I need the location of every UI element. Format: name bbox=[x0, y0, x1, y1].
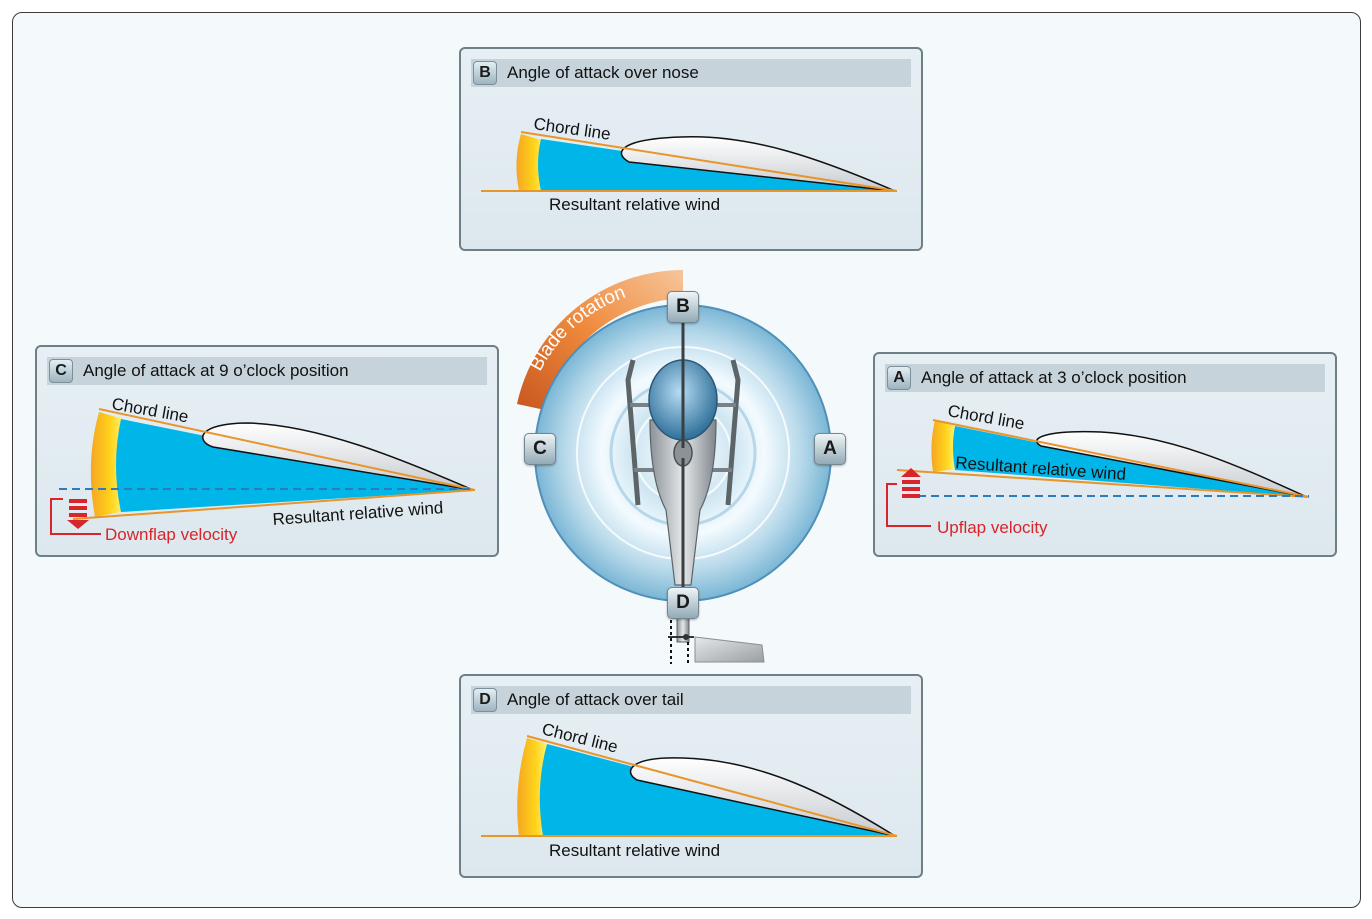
panel-c-flap-bracket bbox=[50, 498, 101, 535]
panel-d-reference-arc bbox=[517, 738, 547, 836]
panel-a-wind-line bbox=[896, 469, 1310, 498]
panel-b-airfoil bbox=[620, 136, 896, 192]
panel-d-wind-label: Resultant relative wind bbox=[549, 841, 720, 860]
panel-d-chord-line bbox=[526, 735, 898, 837]
panel-d-airfoil-diagram: Chord line Resultant relative wind bbox=[481, 719, 898, 860]
panel-d-over-tail: D Angle of attack over tail Chord line R… bbox=[459, 674, 923, 878]
position-c-badge: C bbox=[524, 433, 556, 465]
position-d-badge: D bbox=[667, 587, 699, 619]
panel-d-badge: D bbox=[473, 688, 497, 712]
panel-c-chord-line bbox=[98, 408, 476, 491]
panel-c-airfoil bbox=[202, 422, 474, 491]
panel-a-airfoil-diagram: Chord line Resultant relative wind Upfla… bbox=[886, 401, 1310, 537]
panel-a-badge: A bbox=[887, 366, 911, 390]
position-b-badge: B bbox=[667, 291, 699, 323]
panel-c-wind-line bbox=[72, 489, 476, 520]
panel-b-title: Angle of attack over nose bbox=[507, 63, 699, 82]
panel-a-reference-arc bbox=[931, 420, 955, 472]
position-a-badge: A bbox=[814, 433, 846, 465]
panel-d-airfoil bbox=[629, 757, 896, 837]
panel-c-airfoil-diagram: Chord line Resultant relative wind Downf… bbox=[50, 394, 476, 544]
panel-b-reference-arc bbox=[516, 134, 545, 191]
panel-d-header: D Angle of attack over tail bbox=[471, 686, 911, 714]
panel-c-9-oclock: C Angle of attack at 9 o’clock position … bbox=[35, 345, 499, 557]
panel-b-header: B Angle of attack over nose bbox=[471, 59, 911, 87]
panel-c-downflap-arrow bbox=[67, 499, 89, 529]
panel-c-title: Angle of attack at 9 o’clock position bbox=[83, 361, 349, 380]
panel-a-airfoil bbox=[1035, 430, 1308, 498]
panel-a-title: Angle of attack at 3 o’clock position bbox=[921, 368, 1187, 387]
panel-b-chord-line bbox=[520, 131, 898, 192]
panel-a-flap-label: Upflap velocity bbox=[937, 518, 1048, 537]
panel-c-flap-label: Downflap velocity bbox=[105, 525, 238, 544]
panel-b-airfoil-diagram: Chord line Resultant relative wind bbox=[481, 114, 898, 214]
panel-c-header: C Angle of attack at 9 o’clock position bbox=[47, 357, 487, 385]
panel-b-over-nose: B Angle of attack over nose Chord line R… bbox=[459, 47, 923, 251]
panel-a-chord-line bbox=[932, 419, 1310, 498]
panel-a-flap-bracket bbox=[886, 483, 931, 527]
panel-d-title: Angle of attack over tail bbox=[507, 690, 684, 709]
panel-a-header: A Angle of attack at 3 o’clock position bbox=[885, 364, 1325, 392]
panel-c-reference-arc bbox=[90, 412, 123, 517]
panel-a-upflap-arrow bbox=[901, 468, 921, 498]
panel-b-badge: B bbox=[473, 61, 497, 85]
panel-c-badge: C bbox=[49, 359, 73, 383]
panel-b-wind-label: Resultant relative wind bbox=[549, 195, 720, 214]
panel-a-3-oclock: A Angle of attack at 3 o’clock position … bbox=[873, 352, 1337, 557]
